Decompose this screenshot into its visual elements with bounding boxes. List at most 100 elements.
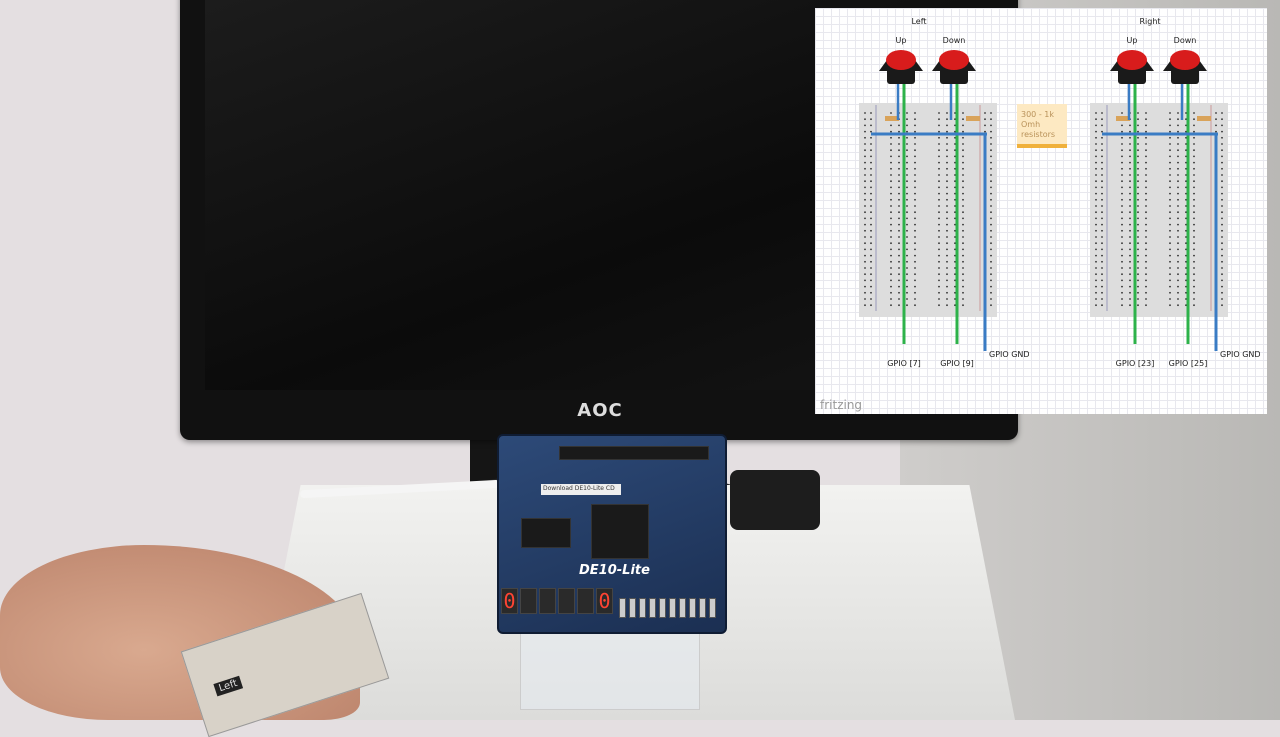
- breadboard-hole: [1095, 273, 1097, 276]
- breadboard-hole: [864, 192, 866, 195]
- breadboard-hole: [1129, 192, 1131, 195]
- breadboard-hole: [914, 248, 916, 251]
- breadboard-hole: [1169, 180, 1171, 183]
- breadboard-hole: [954, 112, 956, 114]
- breadboard-hole: [1145, 285, 1147, 288]
- breadboard-hole: [962, 112, 964, 114]
- breadboard-hole: [990, 279, 992, 282]
- breadboard-hole: [898, 273, 900, 276]
- breadboard-hole: [1177, 161, 1179, 164]
- breadboard-hole: [898, 229, 900, 232]
- breadboard-hole: [914, 304, 916, 307]
- breadboard-hole: [1221, 118, 1223, 121]
- breadboard-hole: [914, 260, 916, 263]
- gpio-pin-label: GPIO [9]: [940, 359, 974, 368]
- breadboard-hole: [890, 260, 892, 263]
- breadboard-hole: [890, 155, 892, 158]
- breadboard-hole: [1193, 143, 1195, 145]
- breadboard-hole: [1095, 260, 1097, 263]
- breadboard-hole: [1137, 161, 1139, 164]
- breadboard-hole: [990, 112, 992, 114]
- breadboard-hole: [870, 267, 872, 269]
- breadboard-hole: [914, 155, 916, 158]
- breadboard-hole: [946, 118, 948, 121]
- breadboard-hole: [946, 254, 948, 257]
- button-label: Down: [1174, 36, 1197, 45]
- breadboard-hole: [990, 124, 992, 127]
- breadboard-hole: [1129, 198, 1131, 201]
- slide-switch: [679, 598, 686, 618]
- breadboard-hole: [898, 174, 900, 176]
- breadboard-hole: [946, 229, 948, 232]
- breadboard-hole: [1169, 267, 1171, 269]
- breadboard-hole: [1095, 186, 1097, 189]
- breadboard-hole: [1137, 298, 1139, 300]
- breadboard-hole: [1215, 124, 1217, 127]
- breadboard-hole: [962, 174, 964, 176]
- breadboard-hole: [1137, 167, 1139, 170]
- breadboard-hole: [946, 267, 948, 269]
- breadboard: [859, 103, 997, 317]
- breadboard-hole: [890, 124, 892, 127]
- breadboard-hole: [990, 211, 992, 214]
- breadboard-hole: [1177, 143, 1179, 145]
- gpio-pin-label: GPIO [7]: [887, 359, 921, 368]
- breadboard-hole: [1095, 229, 1097, 232]
- breadboard-hole: [1121, 304, 1123, 307]
- breadboard-hole: [1145, 124, 1147, 127]
- breadboard-hole: [962, 279, 964, 282]
- breadboard-hole: [1129, 242, 1131, 245]
- breadboard-hole: [864, 229, 866, 232]
- breadboard-hole: [962, 285, 964, 288]
- breadboard-hole: [906, 285, 908, 288]
- breadboard-hole: [864, 242, 866, 245]
- breadboard-hole: [962, 304, 964, 307]
- breadboard-hole: [1193, 155, 1195, 158]
- breadboard-hole: [1185, 130, 1187, 133]
- breadboard-hole: [1185, 285, 1187, 288]
- breadboard-hole: [864, 279, 866, 282]
- breadboard-hole: [1221, 298, 1223, 300]
- breadboard-hole: [938, 124, 940, 127]
- breadboard-hole: [1145, 149, 1147, 152]
- red-button-icon: [886, 50, 916, 70]
- slide-switch: [619, 598, 626, 618]
- breadboard-hole: [1095, 223, 1097, 226]
- breadboard-hole: [990, 267, 992, 269]
- breadboard-hole: [1129, 291, 1131, 294]
- breadboard-hole: [1129, 217, 1131, 220]
- breadboard-hole: [864, 180, 866, 183]
- breadboard-hole: [962, 167, 964, 170]
- breadboard-hole: [1215, 118, 1217, 121]
- breadboard-hole: [1101, 180, 1103, 183]
- breadboard-hole: [914, 279, 916, 282]
- breadboard-hole: [954, 291, 956, 294]
- breadboard-hole: [990, 236, 992, 238]
- breadboard-hole: [990, 149, 992, 152]
- breadboard-hole: [870, 242, 872, 245]
- breadboard-hole: [1095, 155, 1097, 158]
- breadboard-hole: [1185, 149, 1187, 152]
- breadboard-hole: [1185, 180, 1187, 183]
- breadboard-hole: [1193, 248, 1195, 251]
- breadboard-hole: [984, 118, 986, 121]
- breadboard-hole: [870, 248, 872, 251]
- breadboard-hole: [962, 291, 964, 294]
- breadboard-hole: [1121, 136, 1123, 139]
- breadboard-hole: [938, 205, 940, 207]
- breadboard-hole: [1095, 304, 1097, 307]
- breadboard-hole: [914, 130, 916, 133]
- breadboard-hole: [1137, 273, 1139, 276]
- breadboard-hole: [1221, 149, 1223, 152]
- breadboard-hole: [946, 161, 948, 164]
- breadboard-hole: [1129, 273, 1131, 276]
- breadboard-hole: [1137, 285, 1139, 288]
- breadboard-hole: [1177, 167, 1179, 170]
- breadboard-hole: [938, 298, 940, 300]
- breadboard-hole: [1129, 298, 1131, 300]
- breadboard-hole: [1169, 174, 1171, 176]
- breadboard-hole: [1121, 273, 1123, 276]
- breadboard-hole: [1145, 260, 1147, 263]
- breadboard-hole: [1101, 217, 1103, 220]
